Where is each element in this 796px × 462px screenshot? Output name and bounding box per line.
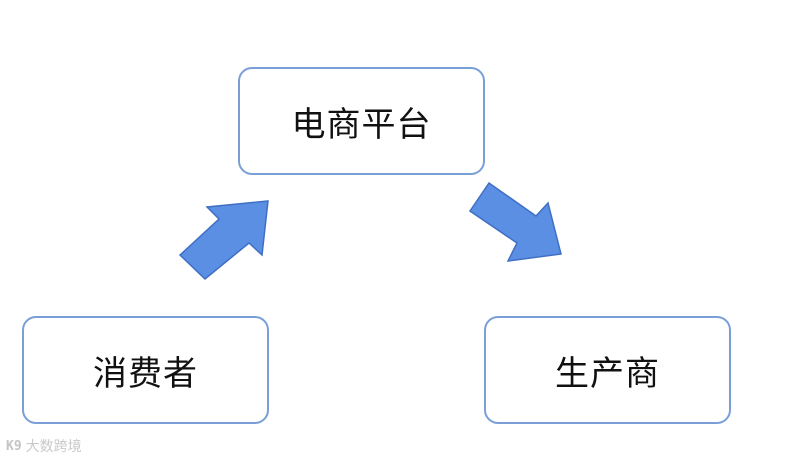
node-label: 生产商	[555, 353, 660, 394]
node-consumer: 消费者	[22, 316, 269, 424]
watermark-text: 大数跨境	[25, 439, 82, 455]
node-label: 消费者	[93, 353, 198, 394]
watermark: K9 大数跨境	[6, 436, 82, 456]
watermark-logo-icon: K9	[6, 438, 22, 454]
node-ecommerce-platform: 电商平台	[238, 67, 485, 175]
arrow-consumer-to-platform	[178, 200, 269, 281]
node-producer: 生产商	[484, 316, 731, 424]
arrow-platform-to-producer	[468, 181, 562, 262]
node-label: 电商平台	[291, 104, 432, 145]
